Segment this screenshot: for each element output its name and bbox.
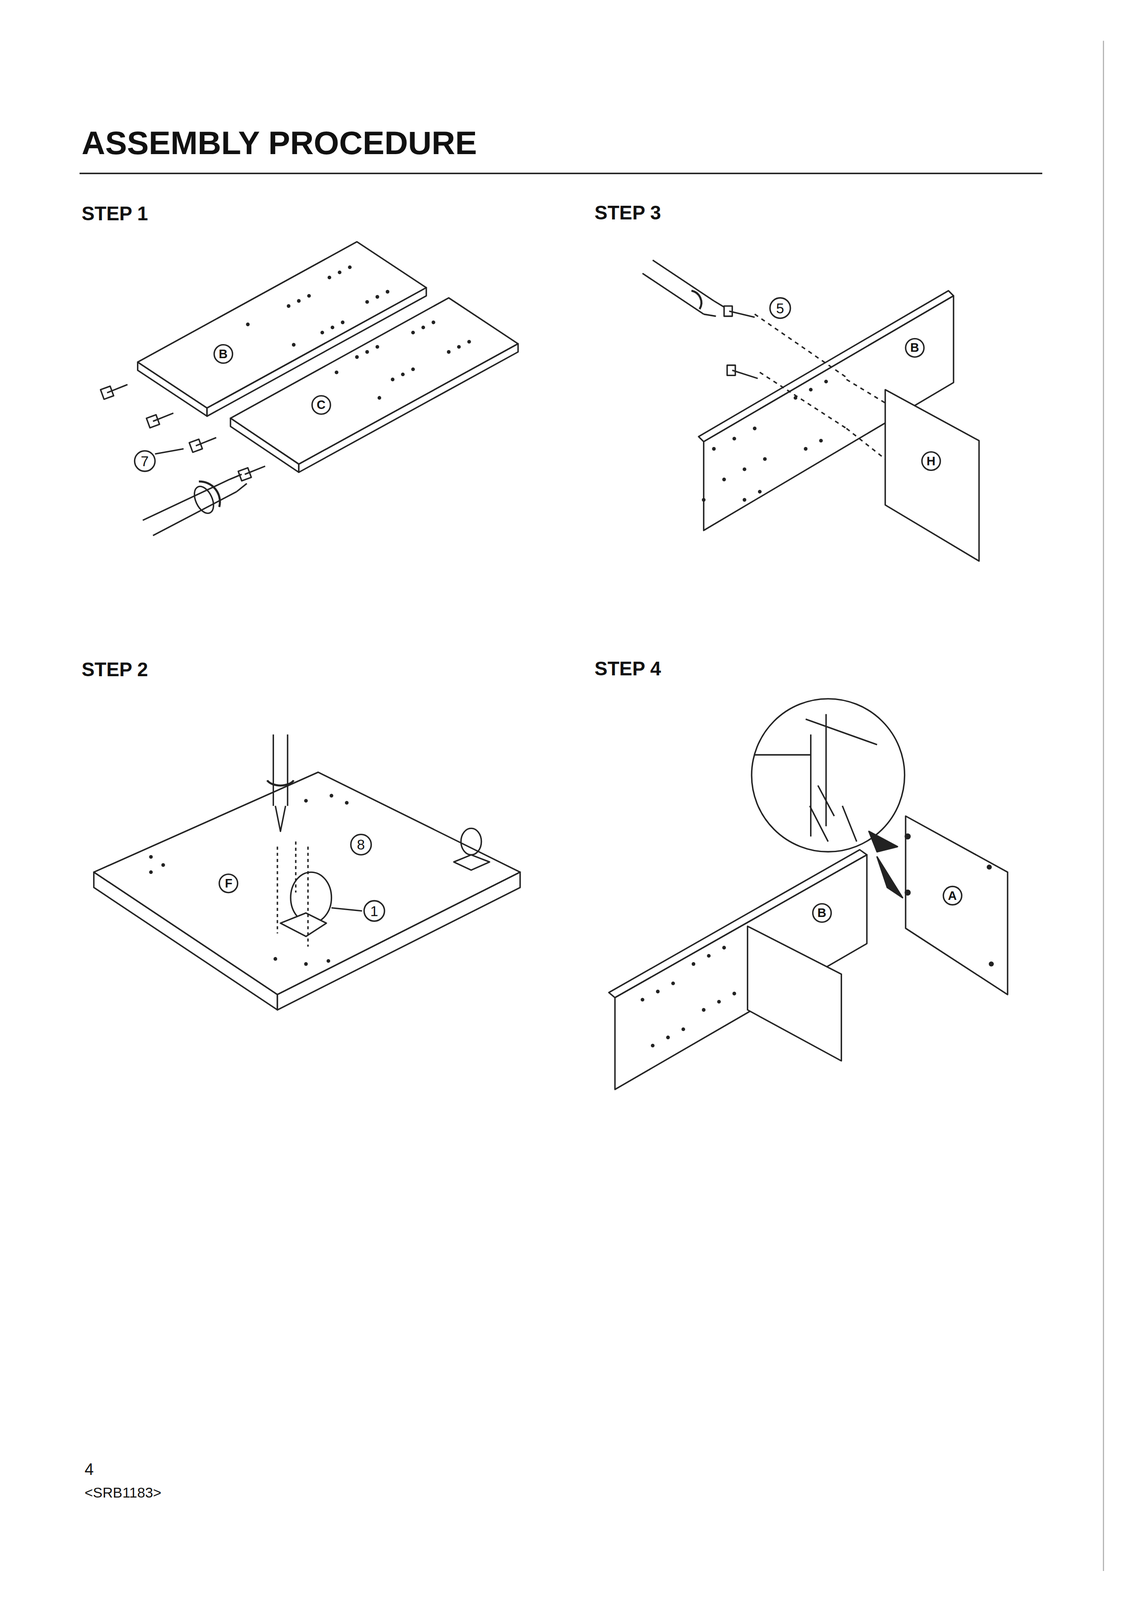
callout-number: 7 <box>140 453 149 468</box>
callout-ring <box>219 874 238 893</box>
callout-ring <box>812 903 831 922</box>
part-letter: C <box>316 398 326 412</box>
callout-ring <box>214 344 233 364</box>
document-code: <SRB1183> <box>84 1484 162 1499</box>
callout-ring <box>364 900 385 922</box>
step-heading: STEP 3 <box>594 203 662 223</box>
callout-number: 1 <box>370 903 379 918</box>
part-letter: B <box>218 347 228 361</box>
page-number: 4 <box>84 1461 94 1478</box>
callout-ring <box>311 395 331 414</box>
callout-ring <box>134 450 155 472</box>
part-letter: B <box>817 906 827 919</box>
callout-number: 8 <box>356 837 365 852</box>
callout-ring <box>905 338 925 357</box>
callout-ring <box>350 834 372 855</box>
callout-ring <box>943 886 962 905</box>
page-title: ASSEMBLY PROCEDURE <box>81 126 477 159</box>
part-letter: A <box>947 889 957 902</box>
part-letter: B <box>910 341 920 354</box>
callout-ring <box>921 451 941 471</box>
callout-ring <box>769 297 791 319</box>
callout-number: 5 <box>775 300 785 315</box>
part-letter: H <box>926 454 936 468</box>
step-heading: STEP 2 <box>81 659 149 680</box>
step-heading: STEP 1 <box>81 204 149 224</box>
part-letter: F <box>224 877 233 890</box>
step-heading: STEP 4 <box>594 658 662 679</box>
